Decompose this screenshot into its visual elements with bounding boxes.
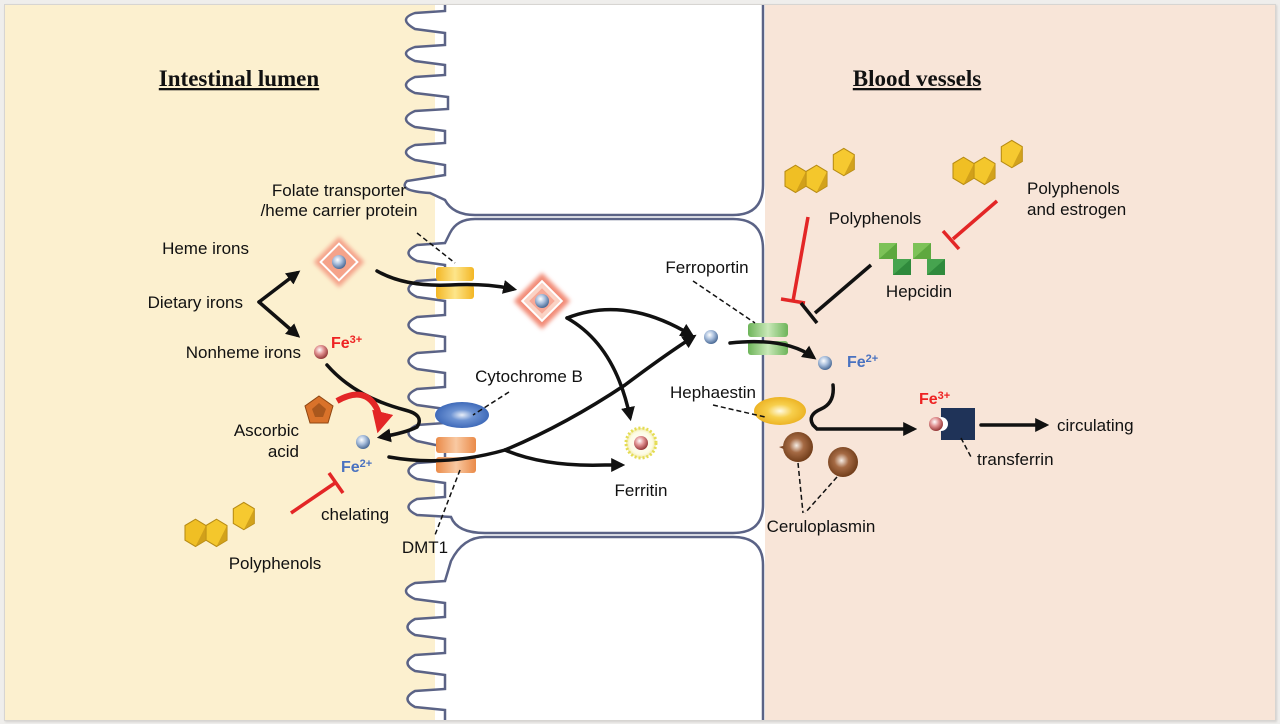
lumen-region (5, 5, 435, 720)
heme-irons-label: Heme irons (162, 239, 249, 258)
hephaestin-protein (754, 397, 806, 425)
polyphenols-blood-label: Polyphenols (829, 209, 922, 228)
middle-cell-membrane (407, 217, 765, 535)
arrow-fe3-reduction (325, 363, 421, 443)
chelation-inhibition-line (290, 481, 336, 515)
enterocyte-cells (403, 5, 765, 720)
hepcidin-ferroportin-inhibition-line (813, 263, 873, 315)
transferrin-label: transferrin (977, 450, 1054, 469)
folate-transporter-label-2: /heme carrier protein (261, 201, 418, 220)
dmt1-label: DMT1 (402, 538, 448, 557)
fe3-ion-icon (314, 345, 328, 359)
circulating-label: circulating (1057, 416, 1134, 435)
cytochrome-b-pointer (472, 391, 510, 416)
dmt1-pointer (434, 469, 461, 536)
arrow-heme-to-free-iron (565, 307, 695, 338)
nonheme-irons-label: Nonheme irons (186, 343, 301, 362)
arrow-ferroportin-export (728, 339, 817, 360)
hephaestin-pointer (712, 404, 766, 418)
hepcidin-ferroportin-inhibition-bar (799, 301, 819, 325)
ceruloplasmin-icon-1 (779, 432, 813, 462)
chelation-inhibition-bar (327, 471, 345, 495)
polyphenols-lumen-label: Polyphenols (229, 554, 322, 573)
fe3-label-lumen: Fe3+ (331, 334, 362, 352)
polyphenols-estrogen-label-1: Polyphenols (1027, 179, 1120, 198)
dietary-irons-label: Dietary irons (148, 293, 243, 312)
ceruloplasmin-label: Ceruloplasmin (767, 517, 876, 536)
intracellular-iron-icon (704, 330, 718, 344)
ascorbic-acid-label-2: acid (268, 442, 299, 461)
ferroportin-pointer (692, 280, 756, 324)
ascorbic-acid-icon (304, 395, 334, 424)
folate-transporter-label-1: Folate transporter (272, 181, 407, 200)
transferrin-pointer (960, 437, 972, 458)
fe2-ion-lumen-icon (356, 435, 370, 449)
blood-title: Blood vessels (853, 66, 981, 91)
fe2-label-lumen: Fe2+ (341, 458, 372, 476)
arrow-dmt1-to-free-iron (387, 334, 697, 463)
arrow-dietary-to-heme (257, 270, 301, 304)
ceruloplasmin-icon-2 (828, 447, 858, 477)
ferritin-icon (624, 426, 658, 460)
ascorbic-acid-label-1: Ascorbic (234, 421, 300, 440)
arrow-ascorbic-reduction (335, 391, 394, 434)
lumen-title: Intestinal lumen (159, 66, 320, 91)
iron-absorption-diagram: Intestinal lumen Blood vessels Folate tr… (5, 5, 1275, 720)
ceruloplasmin-pointer-2 (804, 476, 838, 514)
folate-transporter-protein (436, 267, 474, 299)
blood-region (765, 5, 1275, 720)
top-cell-membrane (403, 5, 765, 217)
ferroportin-label: Ferroportin (665, 258, 748, 277)
estrogen-hepcidin-inhibition-line (951, 199, 999, 241)
ferritin-label: Ferritin (615, 481, 668, 500)
polyphenol-ferroportin-inhibition-bar (780, 297, 806, 305)
fe3-ion-blood-icon (929, 417, 943, 431)
cytochrome-b-label: Cytochrome B (475, 367, 583, 386)
arrow-oxidation-to-transferrin (809, 383, 918, 436)
fe3-label-blood: Fe3+ (919, 390, 950, 408)
arrow-heme-uptake (375, 269, 518, 294)
polyphenol-ferroportin-inhibition-line (791, 216, 810, 302)
chelating-label: chelating (321, 505, 389, 524)
hephaestin-label: Hephaestin (670, 383, 756, 402)
diagram-frame: Intestinal lumen Blood vessels Folate tr… (4, 4, 1276, 721)
arrow-dmt1-to-ferritin (503, 448, 626, 472)
fe2-ion-blood-icon (818, 356, 832, 370)
folate-transporter-pointer (416, 232, 456, 264)
hepcidin-label: Hepcidin (886, 282, 952, 301)
arrow-heme-to-ferritin (565, 316, 635, 422)
polyphenols-estrogen-label-2: and estrogen (1027, 200, 1126, 219)
hepcidin-icon (879, 243, 945, 275)
cytochrome-b-protein (435, 402, 489, 428)
arrow-dietary-to-nonheme (257, 300, 301, 338)
estrogen-hepcidin-inhibition-bar (941, 229, 961, 251)
fe2-label-blood: Fe2+ (847, 353, 878, 371)
ceruloplasmin-pointer-1 (797, 462, 804, 514)
bottom-cell-membrane (404, 535, 765, 720)
